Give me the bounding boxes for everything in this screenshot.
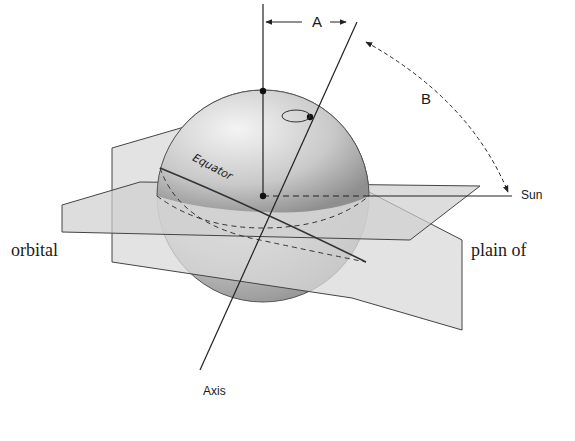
axis-label: Axis [200, 384, 229, 399]
plane-label: orbital [8, 240, 61, 262]
sun-label: Sun [518, 188, 545, 203]
angle-label: A [309, 13, 325, 32]
angle-a-arrow [266, 22, 302, 23]
plane-label: plain of [468, 240, 530, 262]
sun-line [369, 195, 512, 196]
angle-b-arc [366, 42, 508, 192]
angle-label: B [418, 90, 434, 109]
